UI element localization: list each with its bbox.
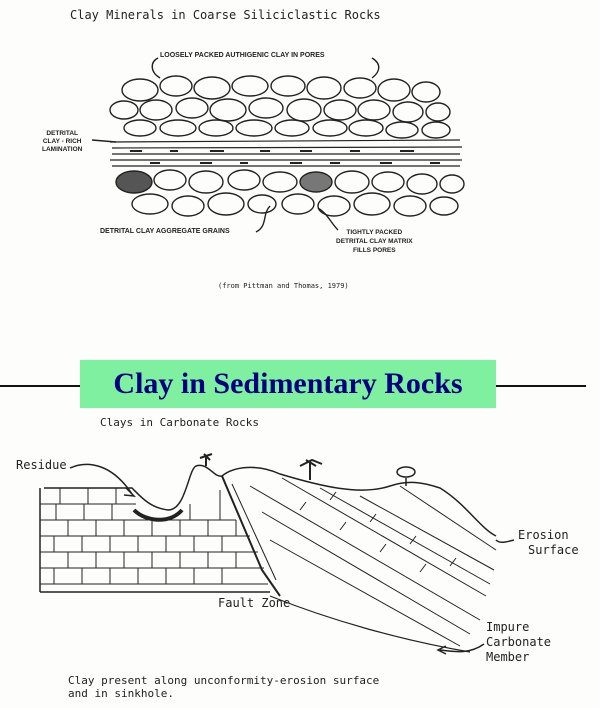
- label-impure-carbonate-line-3: Member: [486, 650, 530, 664]
- plant-left: [199, 453, 213, 466]
- right-block-base: [269, 595, 471, 653]
- erosion-surface-line: [44, 464, 497, 537]
- label-residue: Residue: [16, 458, 67, 472]
- label-fault-zone: Fault Zone: [218, 596, 291, 610]
- top-panel-title: Clay Minerals in Coarse Siliciclastic Ro…: [70, 8, 381, 22]
- sinkhole-residue: [132, 508, 184, 522]
- citation: (from Pittman and Thomas, 1979): [218, 282, 349, 290]
- siliciclastic-sketch: [91, 57, 465, 233]
- clay-lamination: [109, 139, 463, 167]
- label-detrital-lamination-line-1: DETRITAL: [46, 130, 78, 137]
- impure-arrowhead: [436, 645, 447, 655]
- label-clay-matrix-line-1: TIGHTLY PACKED: [346, 229, 403, 236]
- lower-grain-layer: [115, 169, 465, 217]
- caption-line-2: and in sinkhole.: [68, 687, 174, 700]
- bottom-panel-title: Clays in Carbonate Rocks: [100, 416, 259, 429]
- label-erosion-surface-line-1: Erosion: [518, 528, 569, 542]
- left-carbonate-beds: [40, 488, 268, 585]
- fault-line-secondary: [231, 483, 277, 581]
- leader-impure-carbonate: [439, 643, 485, 653]
- label-authigenic-clay: LOOSELY PACKED AUTHIGENIC CLAY IN PORES: [160, 52, 325, 59]
- label-clay-matrix-line-2: DETRITAL CLAY MATRIX: [336, 238, 413, 245]
- label-clay-matrix-line-3: FILLS PORES: [352, 247, 396, 254]
- label-detrital-lamination-line-2: CLAY - RICH: [42, 138, 82, 145]
- leader-erosion: [495, 539, 515, 544]
- banner-title: Clay in Sedimentary Rocks: [80, 360, 496, 408]
- label-clay-matrix: TIGHTLY PACKED DETRITAL CLAY MATRIX FILL…: [336, 228, 413, 255]
- upper-grain-layer: [109, 75, 451, 139]
- banner-rule-right: [496, 385, 586, 387]
- caption-line-1: Clay present along unconformity-erosion …: [68, 674, 380, 687]
- label-aggregate-grains: DETRITAL CLAY AGGREGATE GRAINS: [100, 228, 230, 235]
- fault-line: [221, 475, 281, 597]
- leader-authigenic-right: [371, 57, 380, 79]
- right-carbonate-beds: [249, 477, 497, 647]
- plant-middle: [299, 458, 323, 480]
- label-erosion-surface-line-2: Surface: [528, 543, 579, 557]
- banner-rule-left: [0, 385, 80, 387]
- leader-matrix: [317, 207, 339, 231]
- label-impure-carbonate-line-1: Impure: [486, 620, 530, 634]
- caption: Clay present along unconformity-erosion …: [68, 674, 379, 700]
- residue-arrowhead: [123, 487, 137, 497]
- carbonate-sketch: [39, 453, 515, 655]
- leader-aggregate: [255, 205, 271, 233]
- label-erosion-surface: Erosion Surface: [518, 528, 579, 558]
- label-impure-carbonate: Impure Carbonate Member: [486, 620, 551, 665]
- leader-residue: [69, 463, 133, 495]
- plant-right: [396, 466, 416, 478]
- label-impure-carbonate-line-2: Carbonate: [486, 635, 552, 649]
- leader-authigenic-left: [151, 57, 161, 79]
- label-detrital-lamination-line-3: LAMINATION: [42, 146, 83, 153]
- label-detrital-lamination: DETRITAL CLAY - RICH LAMINATION: [42, 130, 82, 154]
